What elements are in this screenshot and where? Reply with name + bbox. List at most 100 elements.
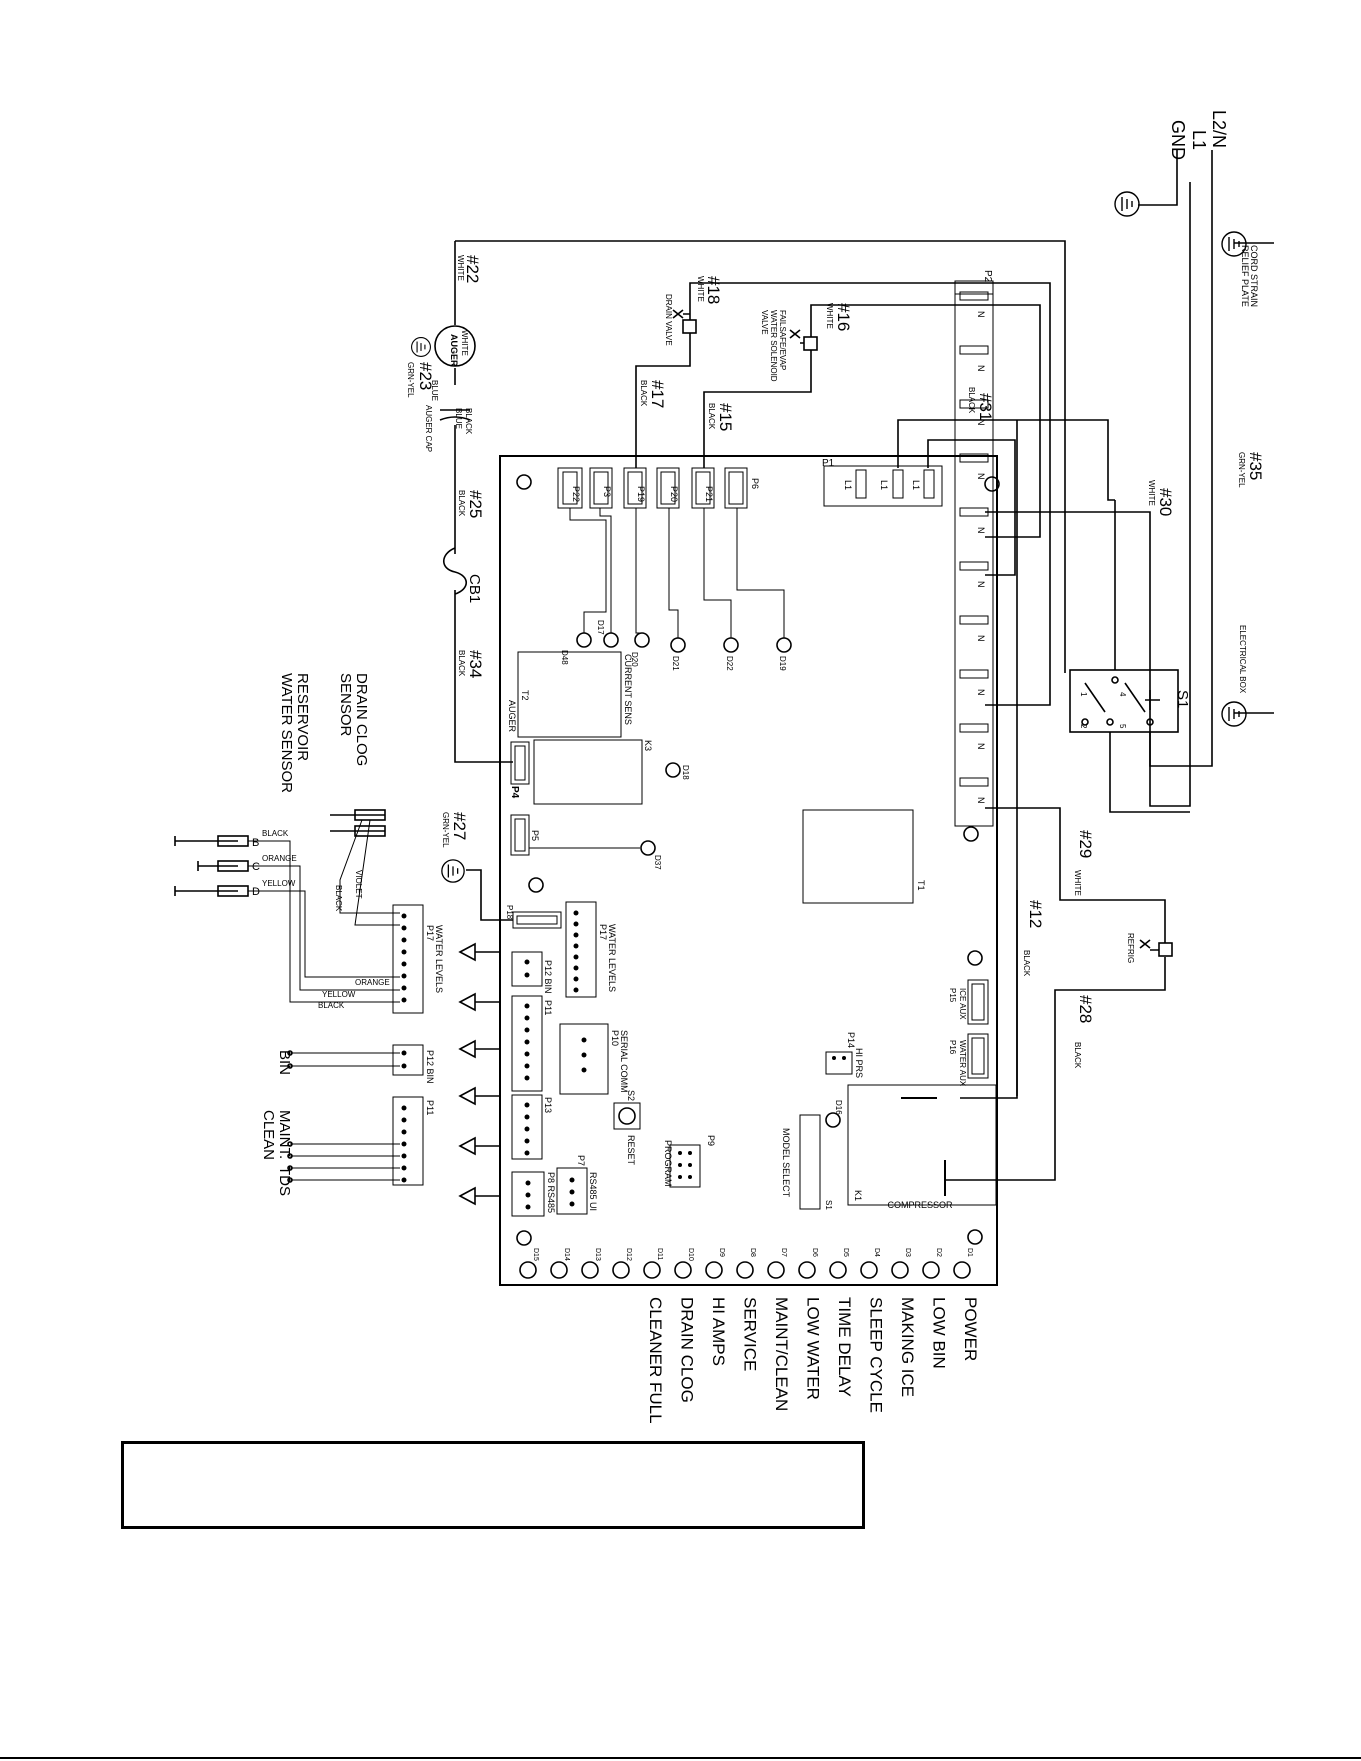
led-label: SLEEP CYCLE bbox=[867, 1297, 886, 1413]
k1-compressor-relay bbox=[847, 1084, 997, 1206]
label-model-select: MODEL SELECT bbox=[781, 1128, 791, 1198]
auger-cap bbox=[439, 409, 471, 421]
label-d7: D7 bbox=[780, 1248, 787, 1257]
label-s1-2: 2 bbox=[1079, 724, 1088, 729]
label-yellow-d: YELLOW bbox=[262, 879, 296, 888]
label-hi-prs: HI PRS bbox=[854, 1048, 864, 1078]
label-program: PROGRAM bbox=[663, 1140, 673, 1187]
led-label: DRAIN CLOG bbox=[678, 1297, 697, 1403]
external-wires bbox=[454, 150, 1274, 1181]
label-k3: K3 bbox=[643, 740, 653, 751]
label-l1a: L1 bbox=[843, 480, 853, 490]
p7-rs485ui bbox=[556, 1167, 588, 1215]
label-d: D bbox=[252, 886, 260, 898]
label-reservoir-1: RESERVOIR bbox=[294, 673, 311, 761]
label-p12-board: P12 BIN bbox=[543, 960, 553, 994]
p8-rs485 bbox=[511, 1171, 545, 1217]
label-s1-4: 4 bbox=[1118, 692, 1127, 697]
label-w35: #35 bbox=[1246, 452, 1265, 480]
label-tds: TDS bbox=[276, 1166, 293, 1196]
label-yellow-p17: YELLOW bbox=[322, 990, 356, 999]
label-auger-board: AUGER bbox=[507, 700, 517, 733]
label-d12: D12 bbox=[625, 1248, 632, 1261]
p18-connector bbox=[512, 911, 562, 929]
sensor-wires bbox=[248, 819, 400, 1003]
wire-labels: #22 WHITE #23 GRN-YEL #25 BLACK #34 BLAC… bbox=[406, 255, 1265, 1069]
led-d7 bbox=[767, 1261, 785, 1279]
label-d18: D18 bbox=[681, 765, 690, 780]
label-l1-power: L1 bbox=[1189, 130, 1209, 150]
label-w28: #28 bbox=[1076, 995, 1095, 1023]
label-rs485ui: RS485 UI bbox=[588, 1172, 598, 1211]
control-board bbox=[499, 455, 998, 1286]
label-t2: T2 bbox=[520, 690, 530, 701]
led-label: MAINT/CLEAN bbox=[772, 1297, 791, 1411]
p10-serial-comm bbox=[559, 1023, 609, 1095]
label-auger-cap: AUGER CAP bbox=[424, 405, 433, 452]
label-w18c: WHITE bbox=[696, 276, 705, 302]
legend-box bbox=[121, 1441, 865, 1529]
p2-pin bbox=[959, 777, 989, 787]
t2-current-sens bbox=[517, 651, 622, 738]
led-d12 bbox=[612, 1261, 630, 1279]
p1-connector bbox=[823, 465, 943, 507]
p13-connector bbox=[511, 1094, 543, 1160]
p17-external-connector bbox=[392, 904, 424, 1014]
label-w15: #15 bbox=[716, 403, 735, 431]
p2-pin bbox=[959, 345, 989, 355]
label-l2n: L2/N bbox=[1209, 110, 1229, 148]
label-relief-plate: RELIEF PLATE bbox=[1240, 245, 1250, 307]
label-reset: RESET bbox=[626, 1135, 636, 1166]
label-p7: P7 bbox=[576, 1155, 586, 1166]
label-w31: #31 bbox=[976, 393, 995, 421]
led-d14 bbox=[550, 1261, 568, 1279]
label-w34c: BLACK bbox=[457, 650, 466, 677]
label-p17-ext: P17 bbox=[425, 925, 435, 941]
label-p11-ext: P11 bbox=[425, 1100, 435, 1115]
led-d15 bbox=[519, 1261, 537, 1279]
label-k1: K1 bbox=[853, 1190, 863, 1201]
led-label: LOW BIN bbox=[930, 1297, 949, 1369]
p9-program-header bbox=[669, 1144, 701, 1188]
label-p19: P19 bbox=[636, 486, 646, 502]
label-n: N bbox=[976, 797, 986, 804]
label-w15c: BLACK bbox=[707, 403, 716, 430]
label-failsafe2: WATER SOLENOID bbox=[769, 310, 778, 382]
p4-connector bbox=[510, 741, 530, 785]
model-select-switch bbox=[799, 1114, 821, 1210]
label-n: N bbox=[976, 311, 986, 318]
label-w31c: BLACK bbox=[967, 387, 976, 414]
label-n: N bbox=[976, 743, 986, 750]
electrical-box-ground-icon bbox=[1221, 701, 1247, 727]
label-w17c: BLACK bbox=[639, 380, 648, 407]
label-w27: #27 bbox=[450, 812, 469, 840]
p17-board-connector bbox=[565, 901, 597, 998]
label-d11: D11 bbox=[656, 1248, 663, 1260]
label-clean: CLEAN bbox=[260, 1110, 277, 1160]
led-label: TIME DELAY bbox=[835, 1297, 854, 1397]
sensor-wire-labels: BLACK ORANGE YELLOW VIOLET BLACK ORANGE … bbox=[262, 829, 390, 1010]
p2-pin bbox=[959, 723, 989, 733]
label-s1: S1 bbox=[1174, 690, 1191, 708]
label-w30c: WHITE bbox=[1147, 480, 1156, 506]
label-d8: D8 bbox=[749, 1248, 756, 1257]
label-d4: D4 bbox=[873, 1248, 880, 1257]
sensor-headings: DRAIN CLOG SENSOR RESERVOIR WATER SENSOR bbox=[278, 673, 370, 793]
label-d5: D5 bbox=[842, 1248, 849, 1257]
k3-relay bbox=[533, 739, 643, 805]
label-p6: P6 bbox=[750, 478, 760, 489]
label-d37: D37 bbox=[653, 855, 662, 870]
cb1-breaker bbox=[442, 547, 468, 595]
label-p20: P20 bbox=[669, 486, 679, 502]
label-p5: P5 bbox=[530, 830, 540, 841]
label-p2: P2 bbox=[982, 270, 993, 283]
label-p16: P16 bbox=[948, 1040, 957, 1055]
led-d8 bbox=[736, 1261, 754, 1279]
label-w29c: WHITE bbox=[1073, 870, 1082, 896]
label-w29: #29 bbox=[1076, 830, 1095, 858]
label-d48: D48 bbox=[560, 650, 569, 665]
label-p4: P4 bbox=[509, 786, 520, 799]
label-black-drain: BLACK bbox=[334, 885, 343, 912]
